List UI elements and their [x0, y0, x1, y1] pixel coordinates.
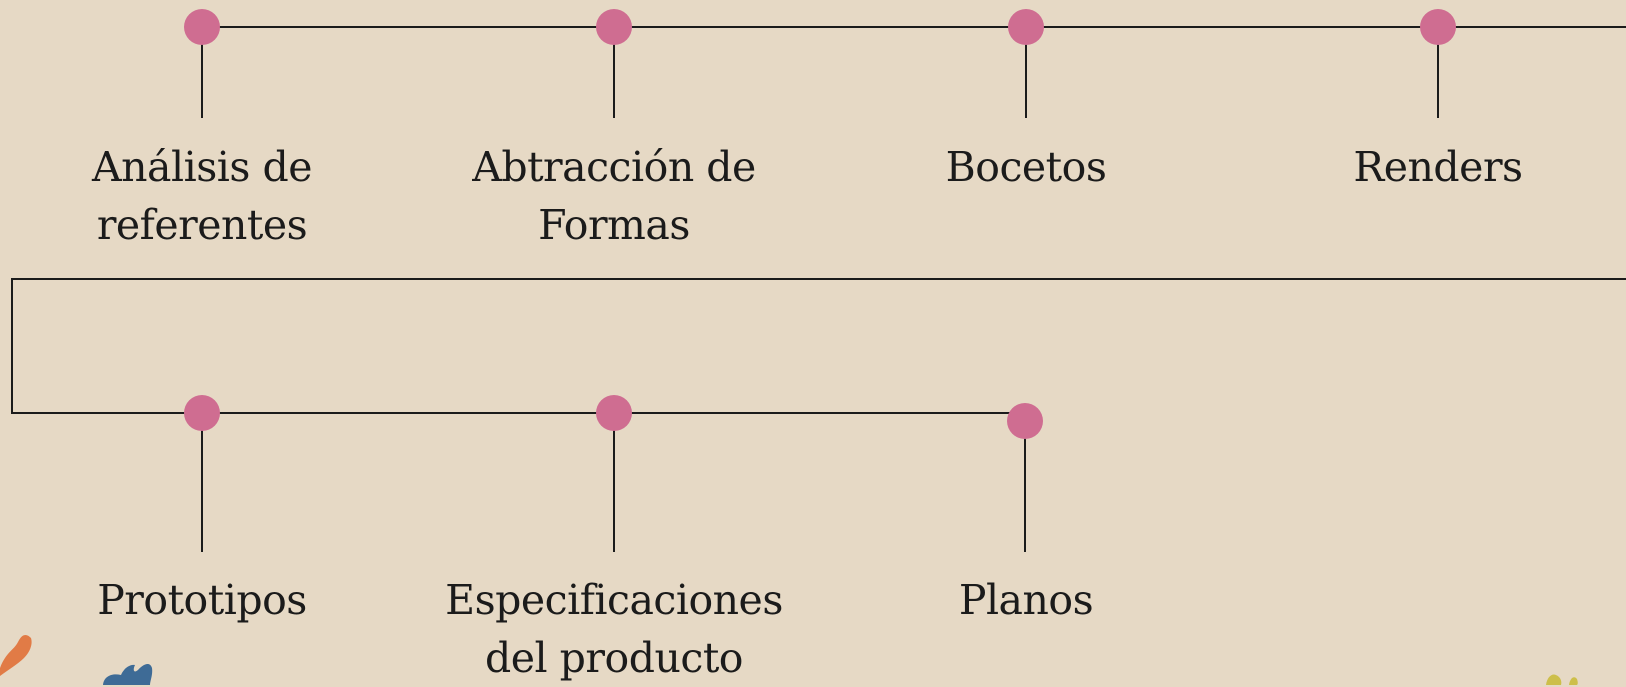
decor-blue-splash	[103, 663, 153, 685]
dot-prototipos	[184, 395, 220, 431]
dot-renders	[1420, 9, 1456, 45]
dot-planos	[1007, 403, 1043, 439]
step-label-bocetos: Bocetos	[945, 143, 1107, 191]
dot-abtraccion	[596, 9, 632, 45]
decor-orange-splash	[0, 634, 32, 676]
dot-especificaciones	[596, 395, 632, 431]
dot-analisis	[184, 9, 220, 45]
wrap-connector-line	[11, 278, 1626, 414]
step-label-abtraccion: Abtracción de Formas	[472, 143, 756, 249]
dot-bocetos	[1008, 9, 1044, 45]
decor-yellow-splash	[1546, 674, 1578, 685]
step-label-analisis: Análisis de referentes	[92, 143, 312, 249]
step-label-prototipos: Prototipos	[97, 576, 307, 624]
step-label-planos: Planos	[958, 576, 1094, 624]
step-label-especificaciones: Especificaciones del producto	[445, 576, 783, 682]
step-label-renders: Renders	[1353, 143, 1523, 191]
